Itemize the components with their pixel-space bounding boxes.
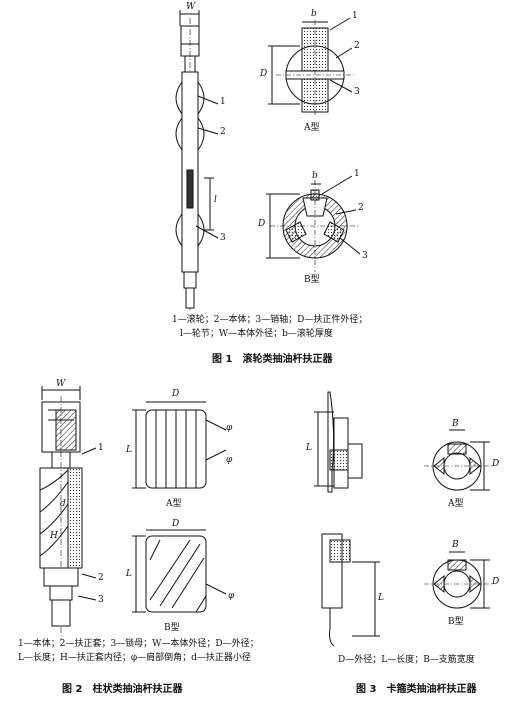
fig3a-type-label: A型 xyxy=(448,499,464,509)
fig1a-callout-1: 1 xyxy=(352,11,358,21)
fig2-callout-1: 1 xyxy=(98,443,104,453)
fig1a-type-label: A型 xyxy=(304,123,320,133)
fig3a-b-label: B xyxy=(452,419,459,429)
fig2-legend-line1: 1—本体；2—扶正套；3—锁母；W—本体外径；D—外径； xyxy=(18,639,259,649)
fig1-callout-1: 1 xyxy=(220,97,226,107)
fig1b-type-label: B型 xyxy=(304,275,320,285)
fig3b-type-label: B型 xyxy=(448,617,464,627)
fig1-caption: 图 1 滚轮类抽油杆扶正器 xyxy=(212,354,333,365)
fig1a-b-label: b xyxy=(311,9,317,19)
fig3-clamp-rod-drawing xyxy=(314,391,380,647)
fig3-type-b-section xyxy=(424,551,492,609)
fig2-column-rod-drawing xyxy=(39,386,97,640)
fig1b-d-label: D xyxy=(258,219,266,229)
fig3-type-a-section xyxy=(424,429,492,491)
fig2-callout-2: 2 xyxy=(98,573,104,583)
fig2a-phi-label-bottom: φ xyxy=(226,455,233,465)
fig3b-d-label: D xyxy=(492,577,500,587)
fig1-legend-line1: 1—滚轮；2—本体；3—销轴；D—扶正件外径； xyxy=(172,315,368,325)
fig2a-type-label: A型 xyxy=(166,499,182,509)
fig2a-phi-label-top: φ xyxy=(226,423,233,433)
fig2-legend-line2: L—长度；H—扶正套内径；φ—肩部倒角；d—扶正器小径 xyxy=(18,653,251,663)
fig2-type-a-sleeve xyxy=(132,401,227,489)
fig1a-callout-2: 2 xyxy=(354,41,360,51)
fig2b-d-label: D xyxy=(172,519,180,529)
fig1-l-label: l xyxy=(214,195,217,205)
fig3-l-label-bottom: L xyxy=(378,593,384,603)
fig1-w-label: W xyxy=(186,2,196,12)
fig3a-d-label: D xyxy=(492,459,500,469)
fig1b-callout-1: 1 xyxy=(354,169,360,179)
fig1-callout-2: 2 xyxy=(220,127,226,137)
fig1-legend-line2: l—轮节；W—本体外径；b—滚轮厚度 xyxy=(180,329,333,339)
fig3b-b-label: B xyxy=(452,540,459,550)
fig1a-d-label: D xyxy=(260,69,268,79)
fig1-roller-rod-drawing xyxy=(175,10,219,310)
fig2b-l-label: L xyxy=(126,569,132,579)
fig1b-b-label: b xyxy=(312,171,318,181)
fig2-h-label: H xyxy=(50,531,58,541)
fig1a-callout-3: 3 xyxy=(354,87,360,97)
fig1-callout-3: 3 xyxy=(220,233,226,243)
fig3-legend: D—外径；L—长度；B—支筋宽度 xyxy=(338,655,475,665)
fig2-callout-3: 3 xyxy=(98,595,104,605)
fig2-caption: 图 2 柱状类抽油杆扶正器 xyxy=(62,684,183,695)
fig2-d-small-label: d xyxy=(60,499,66,509)
fig2a-l-label: L xyxy=(126,445,132,455)
fig2b-type-label: B型 xyxy=(164,623,180,633)
fig1b-callout-3: 3 xyxy=(362,251,368,261)
fig3-l-label-top: L xyxy=(306,443,312,453)
fig3-caption: 图 3 卡箍类抽油杆扶正器 xyxy=(356,684,477,695)
fig2-w-label: W xyxy=(56,379,66,389)
fig1-type-b-section xyxy=(266,175,361,272)
fig2a-d-label: D xyxy=(172,389,180,399)
fig1b-callout-2: 2 xyxy=(358,203,364,213)
fig2-type-b-sleeve xyxy=(132,529,227,613)
fig1-type-a-section xyxy=(268,17,354,116)
fig2b-phi-label: φ xyxy=(228,591,235,601)
